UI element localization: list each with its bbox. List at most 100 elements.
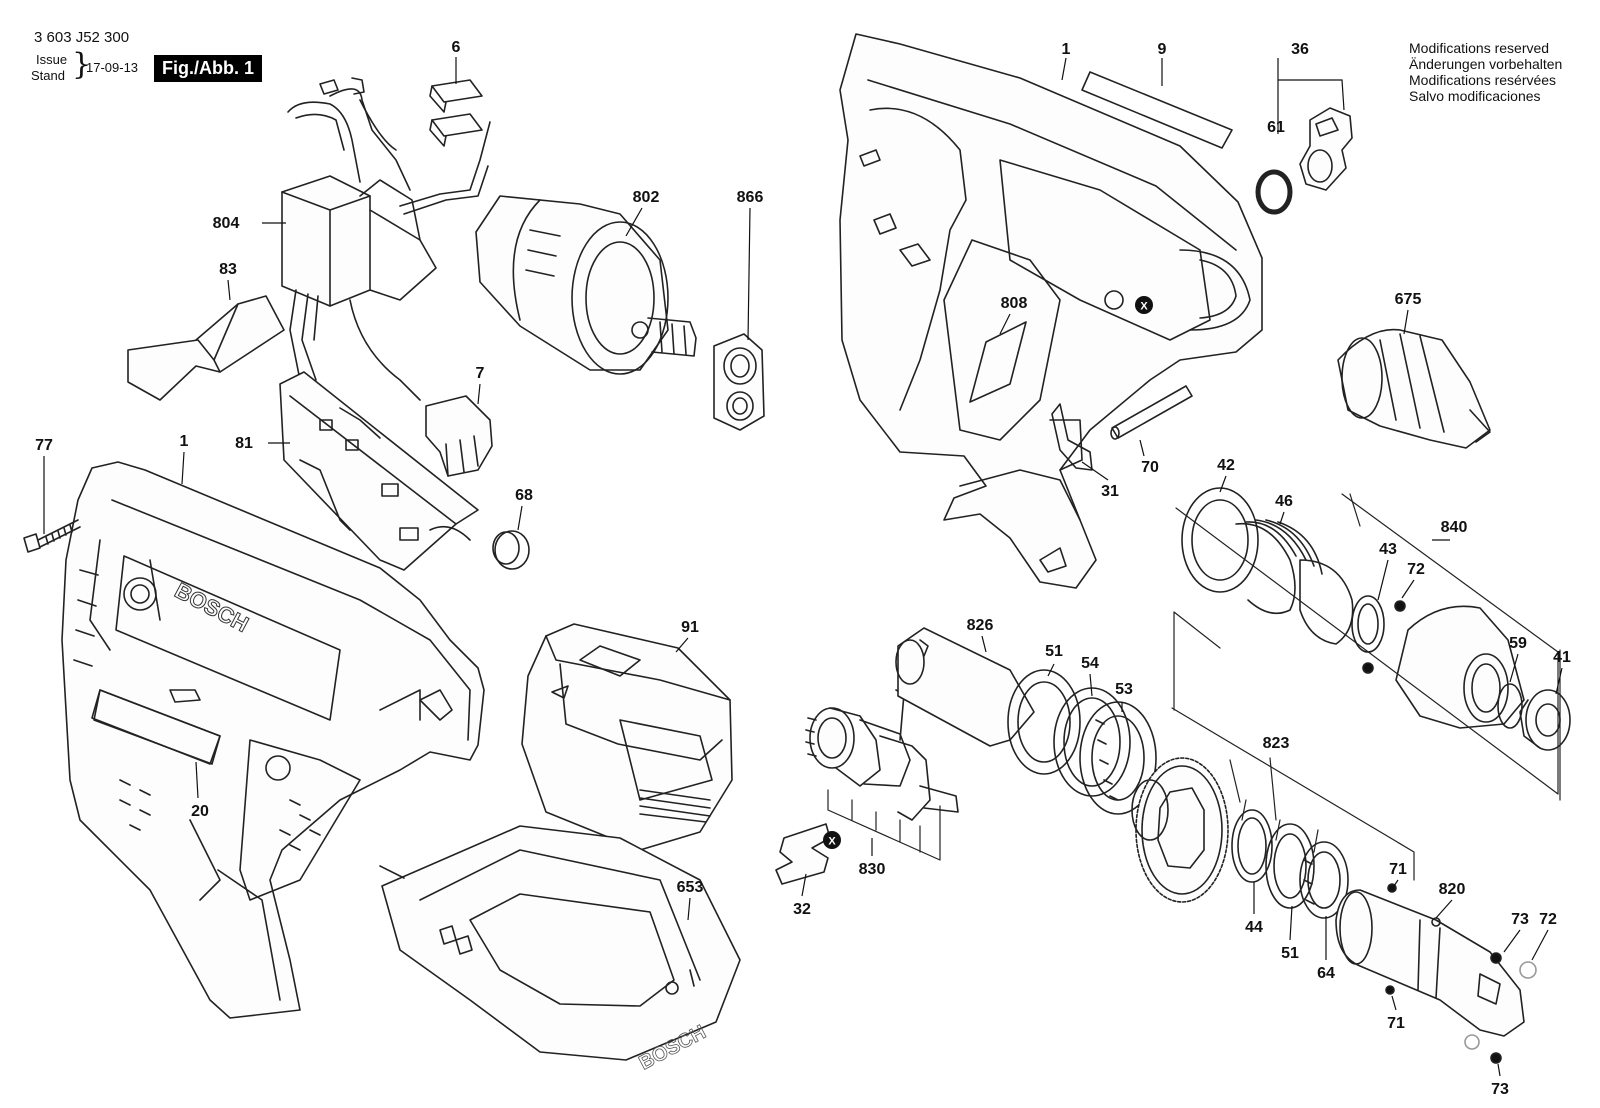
callout-802: 802 [633,189,660,206]
callout-68: 68 [515,487,533,504]
side-strip-20 [91,689,221,765]
figure-label: Fig./Abb. 1 [154,55,262,82]
callout-9: 9 [1158,41,1167,58]
tag-6 [429,79,483,147]
callout-73-lower: 73 [1491,1081,1509,1098]
end-cap-41 [1519,689,1571,751]
trigger-83 [127,295,285,401]
spring-54 [1053,687,1131,797]
ball-71-b [1385,985,1395,995]
callout-61: 61 [1267,119,1285,136]
ball-72 [1394,600,1406,612]
callouts: 6 804 83 7 81 77 1 68 20 91 653 802 866 … [35,39,1571,1098]
issue-label: Issue [36,52,68,67]
callout-70: 70 [1141,459,1159,476]
callout-840: 840 [1441,519,1468,536]
callout-71-lower: 71 [1387,1015,1405,1032]
callout-20: 20 [191,803,209,820]
issue-brace: } [72,47,92,82]
washer-42 [1181,487,1259,593]
bearing-53 [1079,701,1157,815]
callout-826: 826 [967,617,994,634]
screw-77 [23,519,81,553]
callout-653: 653 [677,879,704,896]
callout-43: 43 [1379,541,1397,558]
callout-64: 64 [1317,965,1335,982]
o-ring-61 [1255,169,1293,215]
callout-36: 36 [1291,41,1309,58]
ball-72-b [1362,662,1374,674]
callout-823: 823 [1263,735,1290,752]
callout-41: 41 [1553,649,1571,666]
lever-31 [1051,403,1093,471]
gear-823 [1131,757,1229,903]
ring-51-upper [1007,669,1081,775]
x-marker-clip: X [823,831,841,849]
callout-42: 42 [1217,457,1235,474]
callout-820: 820 [1439,881,1466,898]
callout-1-right: 1 [1062,41,1071,58]
shaft-820 [1335,889,1525,1037]
callout-53: 53 [1115,681,1133,698]
ring-51-lower [1265,823,1315,909]
callout-71-upper: 71 [1389,861,1407,878]
callout-72-upper: 72 [1407,561,1425,578]
modifications-line-es: Salvo modificaciones [1409,88,1541,104]
chuck-675 [1337,328,1491,449]
ball-73 [1490,952,1502,964]
callout-73-upper: 73 [1511,911,1529,928]
ball-72-open [1519,961,1537,979]
drawing-part-number: 3 603 J52 300 [34,29,130,46]
ball-open-b [1464,1034,1480,1050]
svg-text:X: X [1140,301,1148,313]
callout-83: 83 [219,261,237,278]
callout-54: 54 [1081,655,1099,672]
ball-73-b [1490,1052,1502,1064]
modifications-line-en: Modifications reserved [1409,40,1550,56]
callout-808: 808 [1001,295,1028,312]
connector-7 [425,395,493,477]
modifications-notice: Modifications reserved Änderungen vorbeh… [1409,40,1562,104]
spring-64 [1299,841,1349,919]
callout-59: 59 [1509,635,1527,652]
callout-51-lower: 51 [1281,945,1299,962]
callout-7: 7 [476,365,485,382]
issue-date: 17-09-13 [86,60,139,75]
leader-lines [43,57,1563,1077]
cap-68 [492,530,530,570]
battery-91 [521,623,733,851]
pcb-81 [279,371,479,571]
modifications-line-fr: Modifications resérvées [1409,72,1557,88]
sticker-808 [969,321,1027,403]
svg-text:X: X [828,836,836,848]
callout-866: 866 [737,189,764,206]
housing-right-half [839,33,1263,589]
housing-left-half [61,461,485,1019]
callout-6: 6 [452,39,461,56]
clip-32 [775,823,831,885]
switch-804 [281,77,491,401]
switch-cap-36 [1299,107,1353,191]
stand-label: Stand [31,68,65,83]
motor-802 [475,195,697,375]
ring-59 [1497,683,1523,729]
spindle-826 [895,627,1035,747]
callout-51-upper: 51 [1045,643,1063,660]
callout-32: 32 [793,901,811,918]
callout-44: 44 [1245,919,1263,936]
spring-46 [1235,519,1354,645]
callout-72-lower: 72 [1539,911,1557,928]
callout-81: 81 [235,435,253,452]
pin-70 [1110,385,1193,440]
callout-46: 46 [1275,493,1293,510]
ring-44 [1231,809,1273,883]
callout-675: 675 [1395,291,1422,308]
bearing-block-866 [713,333,765,431]
callout-1-left: 1 [180,433,189,450]
callout-31: 31 [1101,483,1119,500]
callout-91: 91 [681,619,699,636]
charger-653 [379,825,741,1061]
callout-830: 830 [859,861,886,878]
